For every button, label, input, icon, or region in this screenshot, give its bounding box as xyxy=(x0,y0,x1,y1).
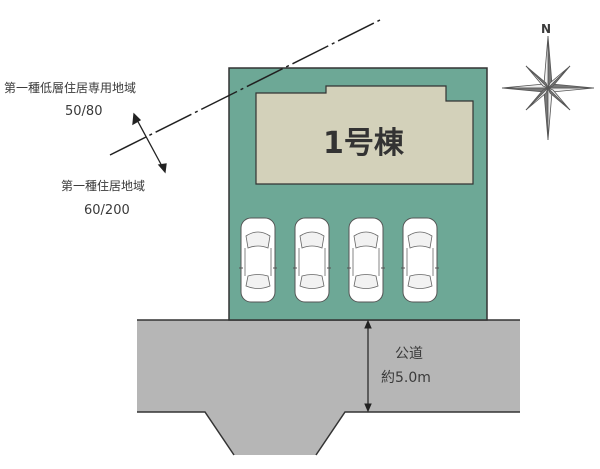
upper-zone-name: 第一種低層住居専用地域 xyxy=(4,81,137,95)
building-label: 1号棟 xyxy=(323,126,404,161)
lower-zone-ratio: 60/200 xyxy=(84,203,130,218)
road-type-label: 公道 xyxy=(395,346,423,362)
compass-north-label: N xyxy=(541,22,552,36)
car-icon xyxy=(239,217,277,303)
compass-rose-icon xyxy=(501,35,595,141)
car-icon xyxy=(401,217,439,303)
upper-zone-ratio: 50/80 xyxy=(65,104,103,119)
car-icon xyxy=(293,217,331,303)
parking-spaces xyxy=(239,217,439,303)
zone-arrow xyxy=(132,112,167,174)
lower-zone-name: 第一種住居地域 xyxy=(61,179,146,193)
car-icon xyxy=(347,217,385,303)
building-footprint xyxy=(255,85,474,185)
road xyxy=(137,319,520,456)
road-width-dimension xyxy=(364,319,372,413)
road-width-label: 約5.0m xyxy=(381,370,431,386)
